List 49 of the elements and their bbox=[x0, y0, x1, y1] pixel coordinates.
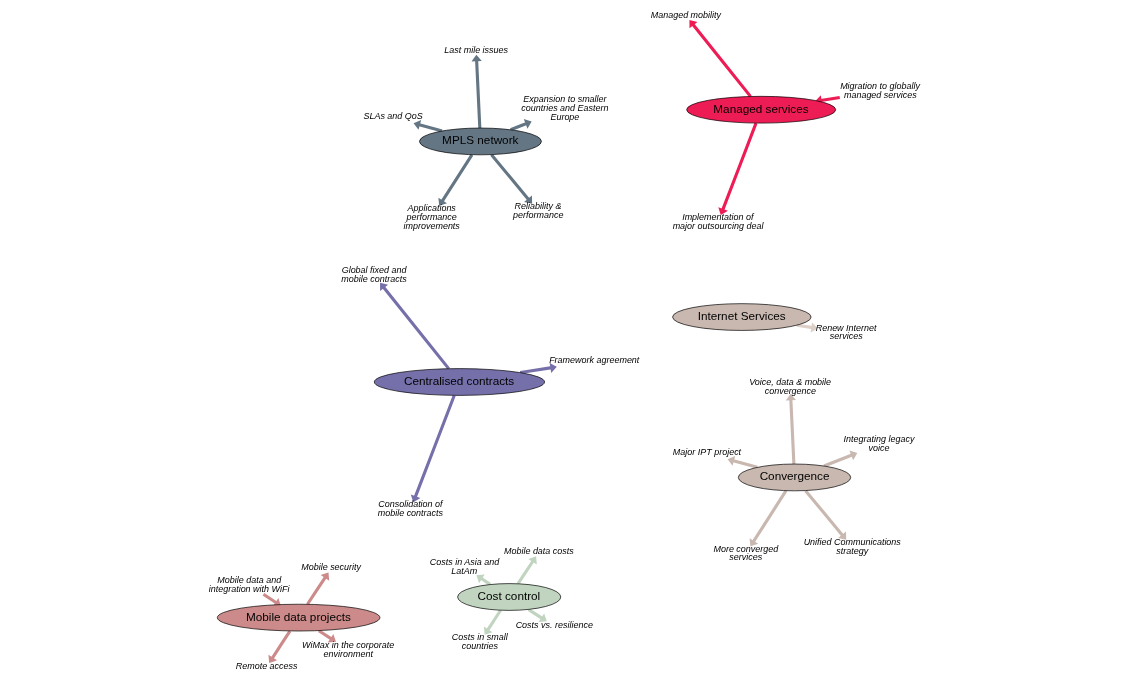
node-text: Consolidation of mobile contracts bbox=[377, 499, 444, 519]
node-text: Global fixed and mobile contracts bbox=[341, 265, 407, 285]
node-text: More converged services bbox=[713, 543, 779, 563]
node-ellipse: Centralised contracts bbox=[373, 368, 545, 396]
node-text: Costs in Asia and LatAm bbox=[429, 557, 500, 577]
arrow bbox=[490, 153, 533, 204]
arrow bbox=[410, 394, 456, 503]
arrow bbox=[785, 393, 796, 465]
node-text: Framework agreement bbox=[549, 354, 640, 365]
arrow bbox=[380, 282, 450, 370]
arrow bbox=[727, 455, 758, 469]
node-text: Unified Communications strategy bbox=[803, 537, 901, 556]
node-text: Mobile data and integration with WiFi bbox=[208, 574, 290, 594]
node-text: Migration to globally managed services bbox=[840, 81, 920, 101]
arrow bbox=[718, 122, 758, 216]
arrow bbox=[689, 20, 752, 98]
node-text: Major IPT project bbox=[672, 447, 742, 458]
node-text: Applications performance improvements bbox=[403, 203, 460, 231]
node-ellipse: MPLS network bbox=[419, 127, 542, 156]
arrow bbox=[471, 54, 482, 129]
arrow bbox=[483, 609, 502, 635]
node-text: SLAs and QoS bbox=[363, 111, 423, 122]
arrow bbox=[413, 120, 443, 133]
arrow bbox=[823, 450, 858, 468]
arrow bbox=[306, 572, 330, 606]
node-ellipse: Cost control bbox=[457, 583, 562, 611]
node-text: WiMax in the corporate environment bbox=[302, 639, 395, 659]
node-text: Implementation of major outsourcing deal bbox=[672, 212, 764, 231]
node-text: Mobile security bbox=[301, 562, 362, 573]
arrow bbox=[438, 153, 474, 206]
arrow bbox=[804, 489, 847, 540]
node-text: Expansion to smaller countries and Eastern Europe bbox=[521, 93, 609, 122]
node-text: Remote access bbox=[235, 661, 298, 672]
arrow bbox=[519, 362, 557, 375]
node-text: Integrating legacy voice bbox=[843, 434, 915, 454]
node-text: Managed mobility bbox=[650, 9, 722, 20]
node-text: Renew Internet services bbox=[815, 322, 877, 342]
node-text: Voice, data & mobile convergence bbox=[749, 376, 832, 396]
arrow bbox=[268, 630, 292, 664]
node-ellipse: Convergence bbox=[737, 463, 852, 492]
arrow bbox=[262, 593, 281, 607]
node-text: Mobile data costs bbox=[503, 545, 574, 556]
node-text: Last mile issues bbox=[444, 44, 509, 55]
node-text: Costs in small countries bbox=[451, 631, 508, 651]
node-text: Costs vs. resilience bbox=[515, 620, 593, 631]
node-text: Reliability & performance bbox=[513, 201, 564, 220]
arrow bbox=[749, 489, 788, 547]
node-ellipse: Mobile data projects bbox=[216, 603, 381, 632]
arrow bbox=[516, 556, 537, 585]
